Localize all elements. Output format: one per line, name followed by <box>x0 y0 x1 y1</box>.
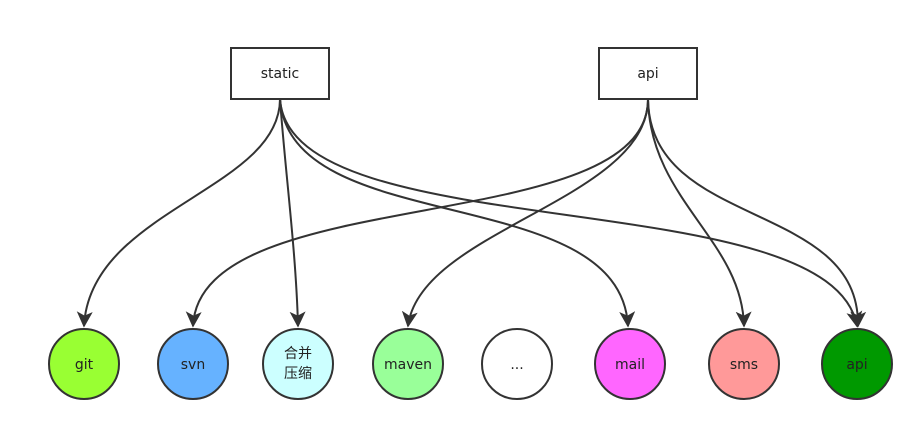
edge-static-to-api <box>279 98 863 328</box>
target-label-maven: maven <box>384 357 432 373</box>
target-node-sms: sms <box>708 328 780 400</box>
target-label-api: api <box>846 357 867 373</box>
source-node-api: api <box>598 47 698 100</box>
edges <box>76 98 867 328</box>
target-label-merge-line2: 压缩 <box>284 366 312 382</box>
edge-api-to-sms <box>647 98 752 328</box>
target-node-merge: 合并 压缩 <box>262 328 334 400</box>
target-label-etc: ... <box>510 357 523 373</box>
target-label-git: git <box>75 357 94 373</box>
target-label-sms: sms <box>730 357 758 373</box>
edge-static-to-mail <box>279 98 636 328</box>
source-label-static: static <box>261 66 299 82</box>
target-node-api: api <box>821 328 893 400</box>
target-label-svn: svn <box>181 357 205 373</box>
edge-static-to-merge <box>279 98 306 328</box>
edge-api-to-maven <box>401 98 649 328</box>
target-node-git: git <box>48 328 120 400</box>
target-node-svn: svn <box>157 328 229 400</box>
target-node-etc: ... <box>481 328 553 400</box>
target-node-mail: mail <box>594 328 666 400</box>
target-label-mail: mail <box>615 357 645 373</box>
source-label-api: api <box>637 66 658 82</box>
edge-static-to-git <box>76 98 281 328</box>
source-node-static: static <box>230 47 330 100</box>
edge-api-to-api <box>647 98 867 328</box>
edge-api-to-svn <box>185 98 649 328</box>
target-label-merge-line1: 合并 <box>284 346 312 362</box>
target-node-maven: maven <box>372 328 444 400</box>
